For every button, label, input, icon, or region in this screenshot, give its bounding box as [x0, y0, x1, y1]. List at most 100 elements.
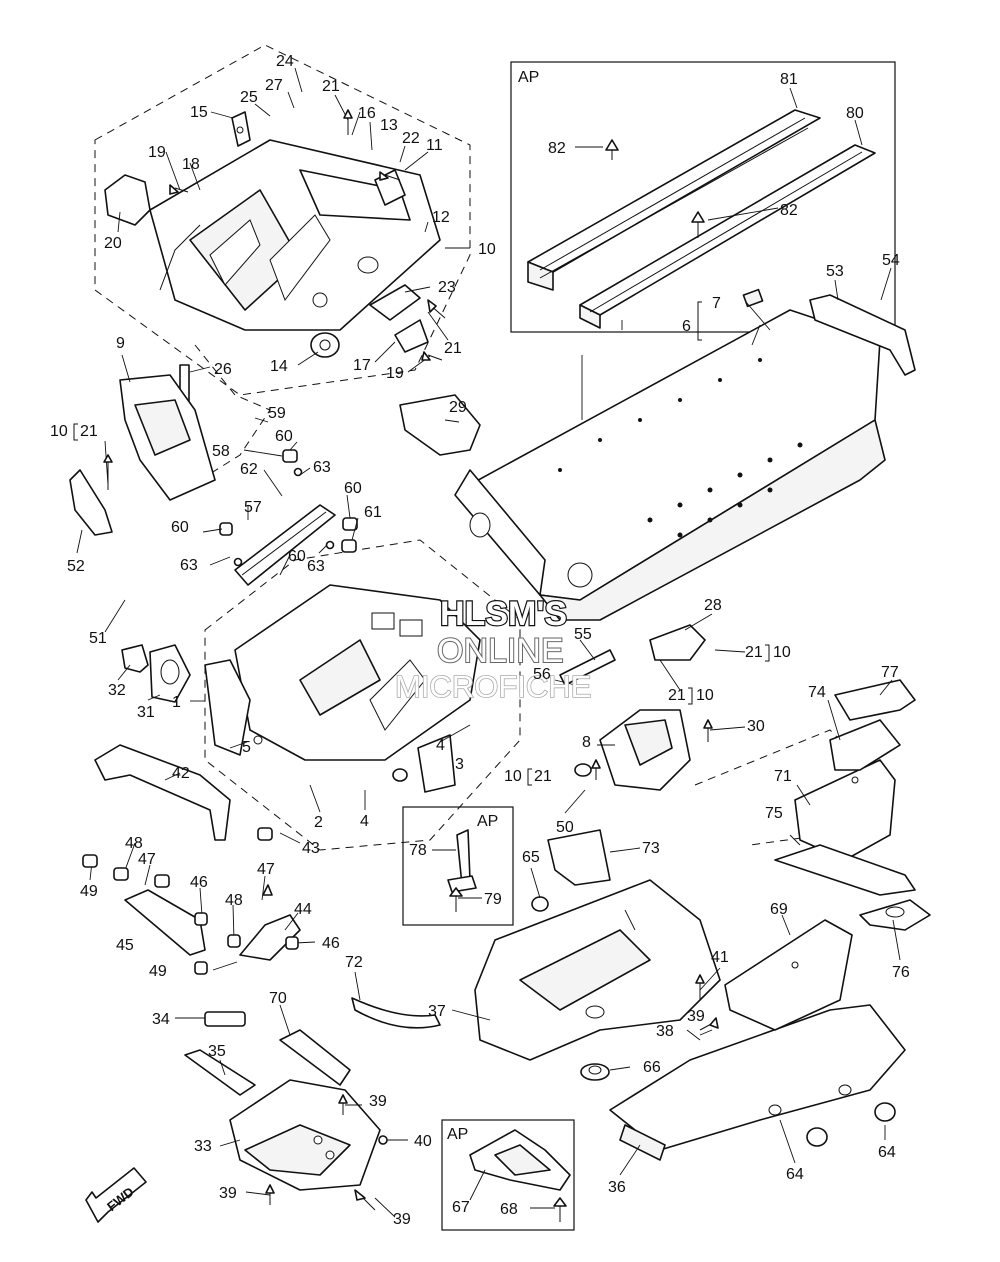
callout-62: 62 — [240, 461, 258, 478]
fasteners — [82, 109, 719, 1211]
callout-47b: 47 — [257, 861, 275, 878]
callout-81: 81 — [780, 71, 798, 88]
strip-72 — [351, 997, 441, 1029]
callout-4a: 4 — [436, 737, 445, 754]
callout-25: 25 — [240, 89, 258, 106]
bolt-61 — [341, 539, 357, 553]
bracket-15 — [231, 111, 251, 147]
callout-17: 17 — [353, 357, 371, 374]
side-panel-9 — [119, 374, 216, 501]
ap-box-rails-label: AP — [518, 69, 539, 86]
watermark-line-1: HLSM'S — [440, 595, 567, 633]
svg-text:21: 21 — [745, 644, 763, 661]
belly-pan-33 — [229, 1079, 381, 1191]
watermark-line-2: ONLINE — [437, 632, 564, 670]
callout-60d: 60 — [288, 548, 306, 565]
callout-32: 32 — [108, 682, 126, 699]
callout-55: 55 — [574, 626, 592, 643]
callout-74: 74 — [808, 684, 826, 701]
watermark-line-3: MICROFICHE — [395, 669, 591, 704]
hub-14 — [310, 332, 340, 358]
callout-64b: 64 — [878, 1144, 896, 1161]
callout-26: 26 — [214, 361, 232, 378]
callout-5: 5 — [242, 739, 251, 756]
guard-67 — [469, 1129, 571, 1191]
callout-4b: 4 — [360, 813, 369, 830]
callout-39b: 39 — [369, 1093, 387, 1110]
ap-box-rails — [510, 61, 896, 333]
callout-79: 79 — [484, 891, 502, 908]
callout-58: 58 — [212, 443, 230, 460]
bracket-29 — [399, 394, 481, 456]
cap-64-b — [874, 1102, 896, 1122]
callout-51: 51 — [89, 630, 107, 647]
ap-box-support — [402, 806, 514, 926]
callout-19a: 19 — [148, 144, 166, 161]
ap-box-support-label: AP — [477, 813, 498, 830]
callout-52: 52 — [67, 558, 85, 575]
rivet-82-top — [605, 139, 619, 160]
callout-33: 33 — [194, 1138, 212, 1155]
callout-44: 44 — [294, 901, 312, 918]
cap-64-a — [806, 1127, 828, 1147]
callout-37: 37 — [428, 1003, 446, 1020]
callout-9: 9 — [116, 335, 125, 352]
strip-77 — [834, 679, 916, 721]
callout-labels: 1 2 3 4 4 5 6 7 8 9 10 11 12 13 14 15 16… — [67, 53, 910, 1228]
bracket-45 — [124, 889, 206, 956]
callout-53: 53 — [826, 263, 844, 280]
fwd-arrow-icon: FWD — [85, 1167, 147, 1223]
panel-69 — [724, 919, 853, 1031]
callout-16: 16 — [358, 105, 376, 122]
callout-1: 1 — [172, 694, 181, 711]
svg-text:10: 10 — [504, 768, 522, 785]
callout-48a: 48 — [125, 835, 143, 852]
callout-75: 75 — [765, 805, 783, 822]
callout-10-21-center: 10 21 — [504, 768, 552, 786]
callout-27: 27 — [265, 77, 283, 94]
bracket-44 — [239, 914, 301, 961]
bracket-3 — [417, 734, 456, 793]
callout-14: 14 — [270, 358, 288, 375]
callout-36: 36 — [608, 1179, 626, 1196]
upper-frame-part-10 — [149, 139, 441, 331]
callout-18: 18 — [182, 156, 200, 173]
callout-61: 61 — [364, 504, 382, 521]
callout-63c: 63 — [307, 558, 325, 575]
upper-frame-assembly-boundary — [94, 44, 471, 396]
callout-35: 35 — [208, 1043, 226, 1060]
callout-39d: 39 — [393, 1211, 411, 1228]
callout-10-21-left: 10 21 — [50, 423, 98, 441]
panel-71 — [794, 759, 896, 861]
callout-82a: 82 — [548, 140, 566, 157]
bumper-42 — [94, 744, 231, 841]
svg-text:10: 10 — [696, 687, 714, 704]
callout-60a: 60 — [275, 428, 293, 445]
callout-19b: 19 — [386, 365, 404, 382]
callout-15: 15 — [190, 104, 208, 121]
callout-68: 68 — [500, 1201, 518, 1218]
callout-56: 56 — [533, 666, 551, 683]
callout-78: 78 — [409, 842, 427, 859]
lower-frame-1 — [204, 584, 481, 761]
lower-frame-assembly-boundary — [204, 539, 521, 851]
callout-23: 23 — [438, 279, 456, 296]
callout-12: 12 — [432, 209, 450, 226]
steering-group-boundary — [194, 344, 271, 481]
callout-76: 76 — [892, 964, 910, 981]
callout-28: 28 — [704, 597, 722, 614]
bracket-73 — [547, 829, 611, 886]
callout-70: 70 — [269, 990, 287, 1007]
callout-63a: 63 — [313, 459, 331, 476]
callout-72: 72 — [345, 954, 363, 971]
svg-text:21: 21 — [534, 768, 552, 785]
cup-31 — [149, 644, 191, 703]
callout-59: 59 — [268, 405, 286, 422]
panel-75 — [774, 844, 916, 896]
callout-7: 7 — [712, 295, 721, 312]
cap-65 — [531, 896, 549, 912]
callout-71: 71 — [774, 768, 792, 785]
callout-46a: 46 — [190, 874, 208, 891]
plate-35 — [184, 1049, 256, 1096]
